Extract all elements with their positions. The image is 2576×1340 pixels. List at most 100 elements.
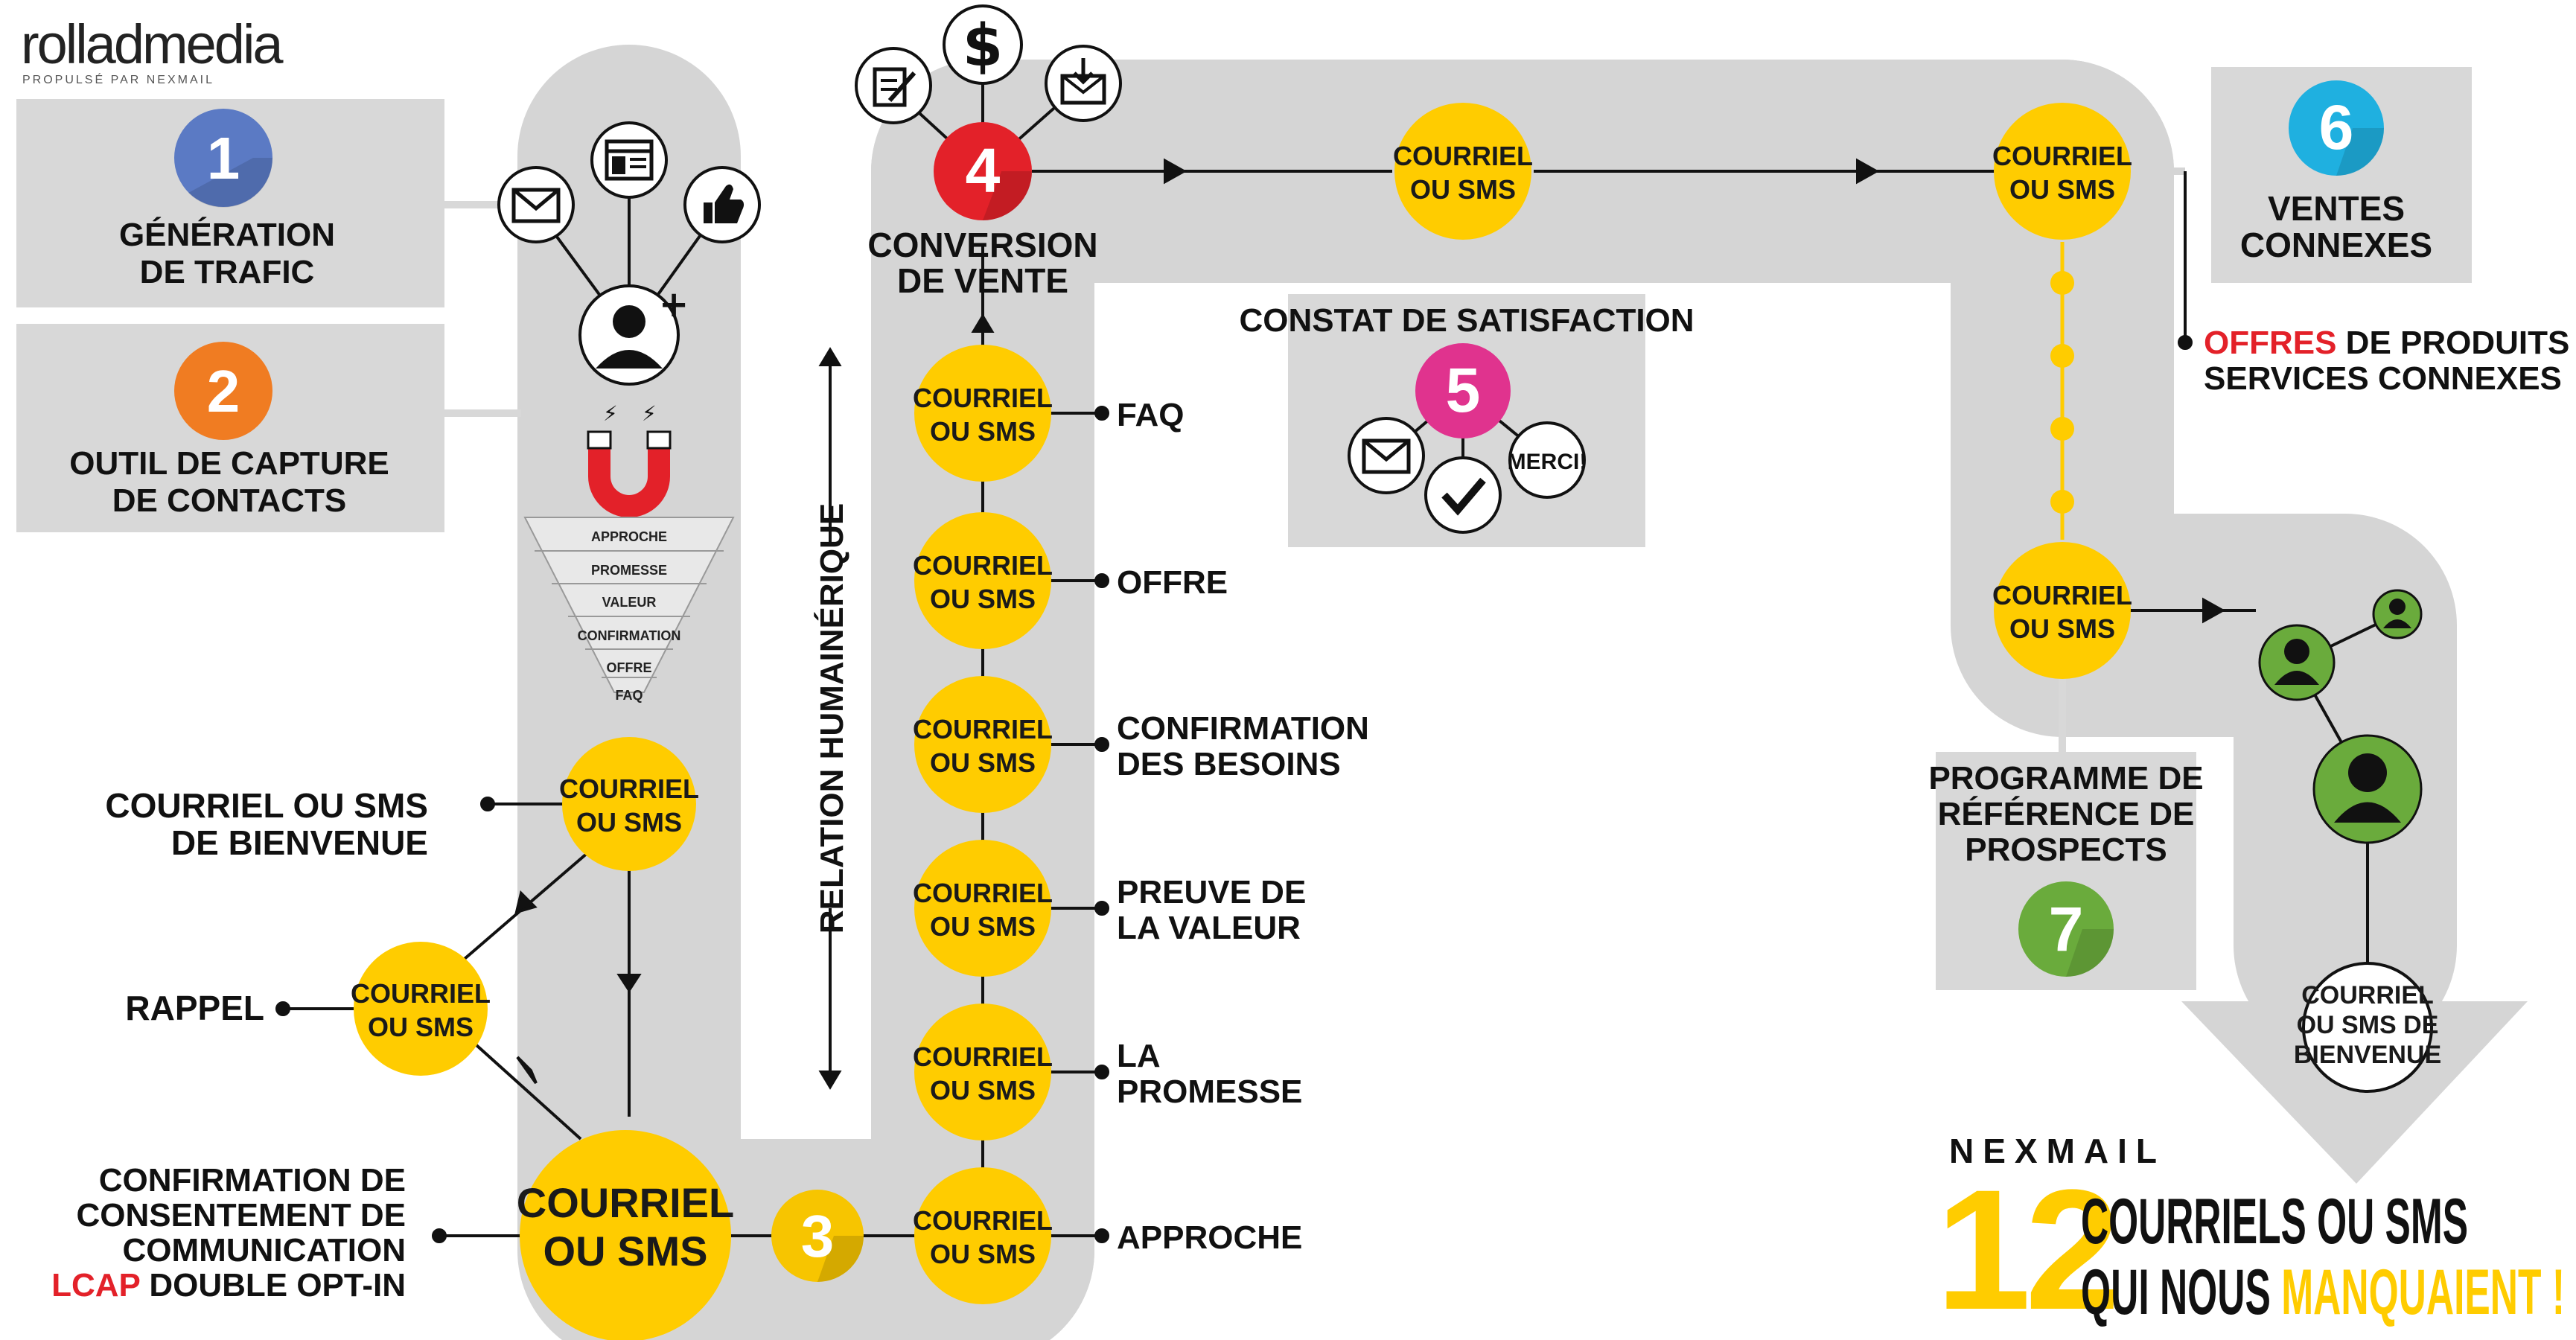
label-consent-1: CONFIRMATION DE xyxy=(99,1162,406,1199)
node-rappel: COURRIEL OU SMS xyxy=(351,942,491,1076)
step-6-line1: VENTES xyxy=(2268,189,2405,228)
node-consentement: COURRIEL OU SMS xyxy=(517,1130,734,1340)
step-2-line1: OUTIL DE CAPTURE xyxy=(69,445,389,482)
svg-text:OU SMS: OU SMS xyxy=(930,584,1036,614)
svg-text:OU SMS: OU SMS xyxy=(368,1012,474,1042)
label-faq: FAQ xyxy=(1117,397,1184,433)
funnel-level-2: PROMESSE xyxy=(591,563,667,578)
svg-text:COURRIEL: COURRIEL xyxy=(913,1041,1053,1072)
svg-text:OU SMS DE: OU SMS DE xyxy=(2297,1011,2439,1039)
label-confirmation-2: DES BESOINS xyxy=(1117,746,1341,782)
svg-text:COURRIEL: COURRIEL xyxy=(913,1205,1053,1236)
svg-text:OU SMS: OU SMS xyxy=(2009,613,2115,644)
user-icon xyxy=(2312,734,2423,844)
step-1-line2: DE TRAFIC xyxy=(140,254,315,290)
check-icon xyxy=(1424,456,1502,534)
step-6-number: 6 xyxy=(2319,92,2354,162)
user-icon xyxy=(2372,589,2423,639)
step-7-line2: RÉFÉRENCE DE xyxy=(1938,795,2195,832)
svg-text:OU SMS: OU SMS xyxy=(930,1075,1036,1106)
svg-text:OU SMS: OU SMS xyxy=(930,747,1036,778)
step-box-2: 2 OUTIL DE CAPTURE DE CONTACTS xyxy=(16,324,521,532)
funnel-level-5: OFFRE xyxy=(607,660,652,675)
svg-text:⚡: ⚡ xyxy=(603,401,618,426)
relation-arrow xyxy=(818,347,842,1090)
svg-text:COURRIEL: COURRIEL xyxy=(913,878,1053,908)
merci-bubble: MERCI! xyxy=(1508,421,1587,499)
label-rappel: RAPPEL xyxy=(125,989,264,1027)
step-1-line1: GÉNÉRATION xyxy=(119,216,335,253)
envelope-icon xyxy=(1348,417,1425,494)
funnel-level-6: FAQ xyxy=(615,688,643,703)
label-consent-3: COMMUNICATION xyxy=(123,1232,406,1269)
footer-big-number: 12 xyxy=(1936,1154,2114,1340)
step-3-badge: 3 xyxy=(771,1190,864,1282)
svg-text:COURRIEL: COURRIEL xyxy=(517,1179,734,1226)
step-box-1: 1 GÉNÉRATION DE TRAFIC xyxy=(16,99,521,307)
svg-text:COURRIEL: COURRIEL xyxy=(559,773,699,804)
label-approche: APPROCHE xyxy=(1117,1219,1302,1256)
step-7-number: 7 xyxy=(2049,894,2084,964)
footer-highlight: MANQUAIENT ! xyxy=(2281,1257,2565,1328)
svg-text:COURRIEL: COURRIEL xyxy=(913,714,1053,744)
footer-brand: NEXMAIL xyxy=(1949,1132,2166,1170)
user-icon xyxy=(2258,624,2336,701)
footer-line2: QUI NOUS MANQUAIENT ! xyxy=(2081,1257,2565,1328)
step-3-number: 3 xyxy=(801,1203,835,1269)
svg-text:COURRIEL: COURRIEL xyxy=(1393,141,1533,171)
svg-text:OU SMS: OU SMS xyxy=(930,1239,1036,1269)
inbox-icon xyxy=(1045,45,1122,122)
label-consent-4: LCAP DOUBLE OPT-IN xyxy=(51,1267,406,1304)
step-4-number: 4 xyxy=(966,135,1001,205)
svg-text:OU SMS: OU SMS xyxy=(1410,174,1516,205)
svg-text:COURRIEL: COURRIEL xyxy=(913,550,1053,581)
svg-text:+: + xyxy=(659,284,689,325)
label-consent-2: CONSENTEMENT DE xyxy=(77,1197,406,1234)
label-offres-1: OFFRES DE PRODUITS ET xyxy=(2204,325,2576,361)
label-bienvenue-2: DE BIENVENUE xyxy=(171,823,428,862)
offres-highlight: OFFRES xyxy=(2204,325,2336,361)
thumbs-up-icon xyxy=(683,166,761,243)
top-connectors xyxy=(1032,158,1995,185)
label-relation: RELATION HUMAINÉRIQUE xyxy=(813,503,850,934)
node-faq: COURRIEL OU SMS xyxy=(913,345,1053,482)
svg-text:COURRIEL: COURRIEL xyxy=(351,978,491,1009)
journey-arrow-head xyxy=(2181,1001,2528,1184)
logo-brand: rolladmedia xyxy=(21,13,284,75)
funnel-level-1: APPROCHE xyxy=(591,529,667,544)
rolladmedia-logo: rolladmedia PROPULSÉ PAR NEXMAIL xyxy=(21,13,286,86)
step-box-6: 6 VENTES CONNEXES xyxy=(2211,67,2472,283)
svg-text:$: $ xyxy=(963,13,1003,80)
step-box-5: CONSTAT DE SATISFACTION 5 MERCI! xyxy=(1239,294,1695,547)
funnel-level-4: CONFIRMATION xyxy=(578,628,681,643)
node-confirmation: COURRIEL OU SMS xyxy=(913,676,1053,813)
step-4-line2: DE VENTE xyxy=(897,261,1068,300)
svg-text:COURRIEL: COURRIEL xyxy=(1992,141,2132,171)
label-promesse-2: PROMESSE xyxy=(1117,1073,1302,1110)
funnel-level-3: VALEUR xyxy=(602,595,657,610)
label-confirmation-1: CONFIRMATION xyxy=(1117,710,1369,747)
right-connectors xyxy=(2129,168,2256,624)
welcome-node: COURRIEL OU SMS DE BIENVENUE xyxy=(2294,962,2441,1093)
svg-text:OU SMS: OU SMS xyxy=(543,1228,708,1274)
label-promesse-1: LA xyxy=(1117,1038,1161,1074)
step-2-number: 2 xyxy=(207,358,240,424)
node-preuve: COURRIEL OU SMS xyxy=(913,840,1053,977)
svg-text:OU SMS: OU SMS xyxy=(576,807,682,838)
label-offre: OFFRE xyxy=(1117,564,1228,601)
svg-text:OU SMS: OU SMS xyxy=(930,911,1036,942)
svg-text:BIENVENUE: BIENVENUE xyxy=(2294,1041,2441,1069)
step-6-line2: CONNEXES xyxy=(2240,226,2432,264)
svg-text:OU SMS: OU SMS xyxy=(2009,174,2115,205)
add-user-icon: + xyxy=(578,284,689,386)
node-offre: COURRIEL OU SMS xyxy=(913,512,1053,649)
label-preuve-1: PREUVE DE xyxy=(1117,874,1306,910)
footer-headline: NEXMAIL 12 COURRIELS OU SMS QUI NOUS MAN… xyxy=(1936,1132,2565,1340)
node-approche: COURRIEL OU SMS xyxy=(913,1167,1053,1304)
svg-text:COURRIEL: COURRIEL xyxy=(2301,981,2434,1009)
merci-label: MERCI! xyxy=(1508,450,1587,474)
step-7-line1: PROGRAMME DE xyxy=(1928,760,2203,797)
funnel xyxy=(523,517,735,693)
step-1-number: 1 xyxy=(207,125,240,191)
